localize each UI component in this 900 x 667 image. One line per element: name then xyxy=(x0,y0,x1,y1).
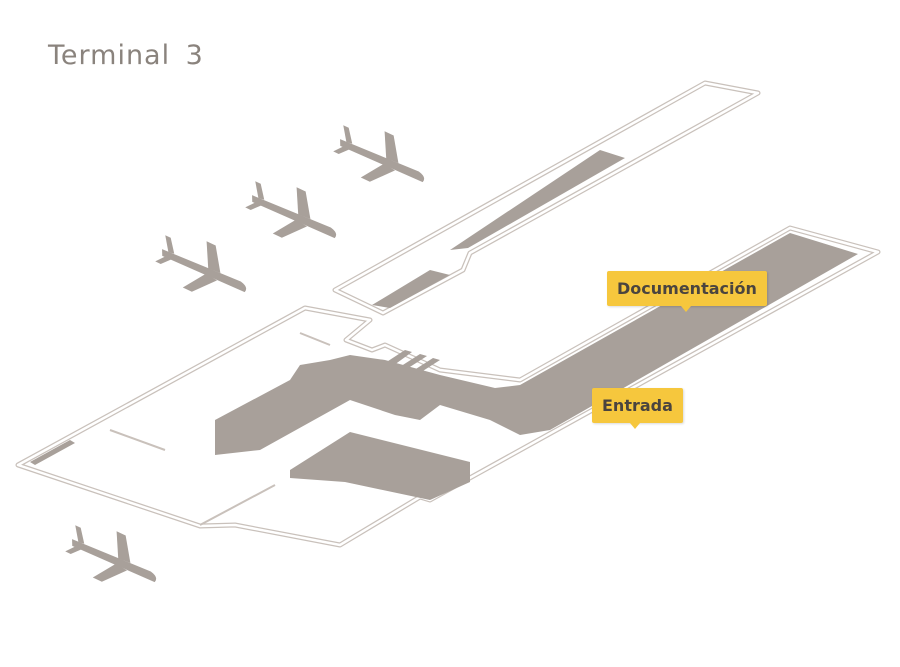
airplane-icon xyxy=(333,125,425,183)
south-block xyxy=(290,432,470,500)
documentacion-label[interactable]: Documentación xyxy=(607,271,767,312)
north-pier xyxy=(332,80,761,316)
north-pier-room xyxy=(372,270,450,308)
check-in-hall xyxy=(215,233,858,455)
north-pier-area xyxy=(450,150,625,250)
airplane-icon xyxy=(155,235,247,293)
map-title: Terminal 3 xyxy=(48,40,204,71)
airplane-icon xyxy=(65,525,157,583)
airplane-icon xyxy=(245,181,337,239)
entrada-label[interactable]: Entrada xyxy=(592,388,683,429)
